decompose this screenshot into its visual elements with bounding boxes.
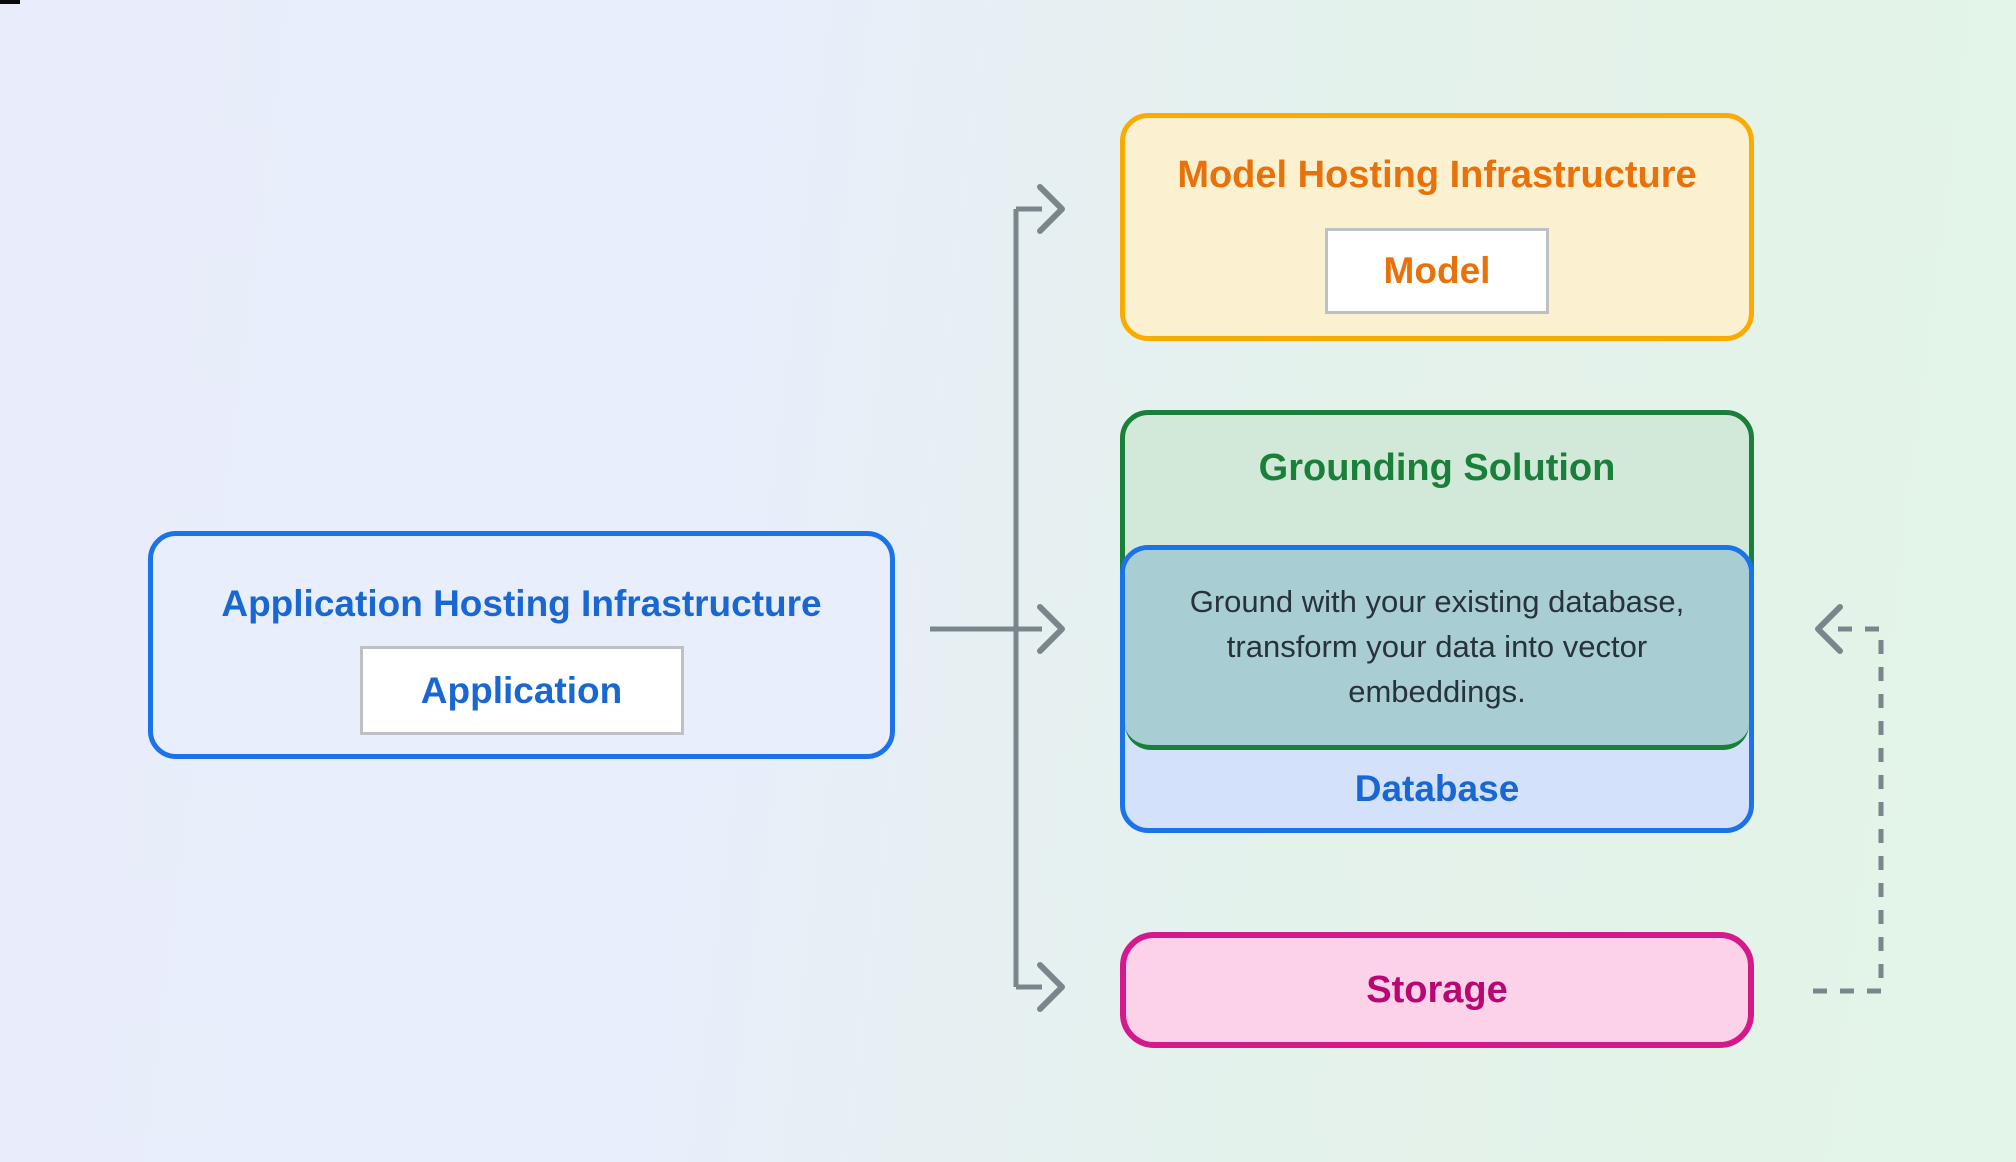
model-chip-label: Model xyxy=(1383,250,1491,291)
arrowhead-feedback-icon xyxy=(1815,604,1843,654)
model-chip: Model xyxy=(1325,228,1549,314)
arrowhead-model-icon xyxy=(1037,184,1065,234)
database-label: Database xyxy=(1354,768,1520,809)
dashed-feedback-line xyxy=(1813,626,1884,994)
database-box: Ground with your existing database, tran… xyxy=(1120,545,1754,833)
corner-artifact xyxy=(0,0,20,4)
storage-label: Storage xyxy=(1366,968,1508,1011)
storage-box: Storage xyxy=(1120,932,1754,1048)
grounding-description-text: Ground with your existing database, tran… xyxy=(1189,584,1685,709)
arrowhead-storage-icon xyxy=(1037,962,1065,1012)
application-hosting-title: Application Hosting Infrastructure xyxy=(221,583,822,624)
application-hosting-box: Application Hosting Infrastructure Appli… xyxy=(148,531,895,759)
database-label-section: Database xyxy=(1125,750,1749,828)
application-chip-label: Application xyxy=(420,669,623,711)
model-hosting-box: Model Hosting Infrastructure Model xyxy=(1120,113,1754,341)
model-hosting-title: Model Hosting Infrastructure xyxy=(1177,154,1697,196)
arrowhead-grounding-icon xyxy=(1037,604,1065,654)
grounding-solution-title: Grounding Solution xyxy=(1258,447,1616,489)
application-chip: Application xyxy=(359,646,684,735)
grounding-description-panel: Ground with your existing database, tran… xyxy=(1125,550,1749,750)
